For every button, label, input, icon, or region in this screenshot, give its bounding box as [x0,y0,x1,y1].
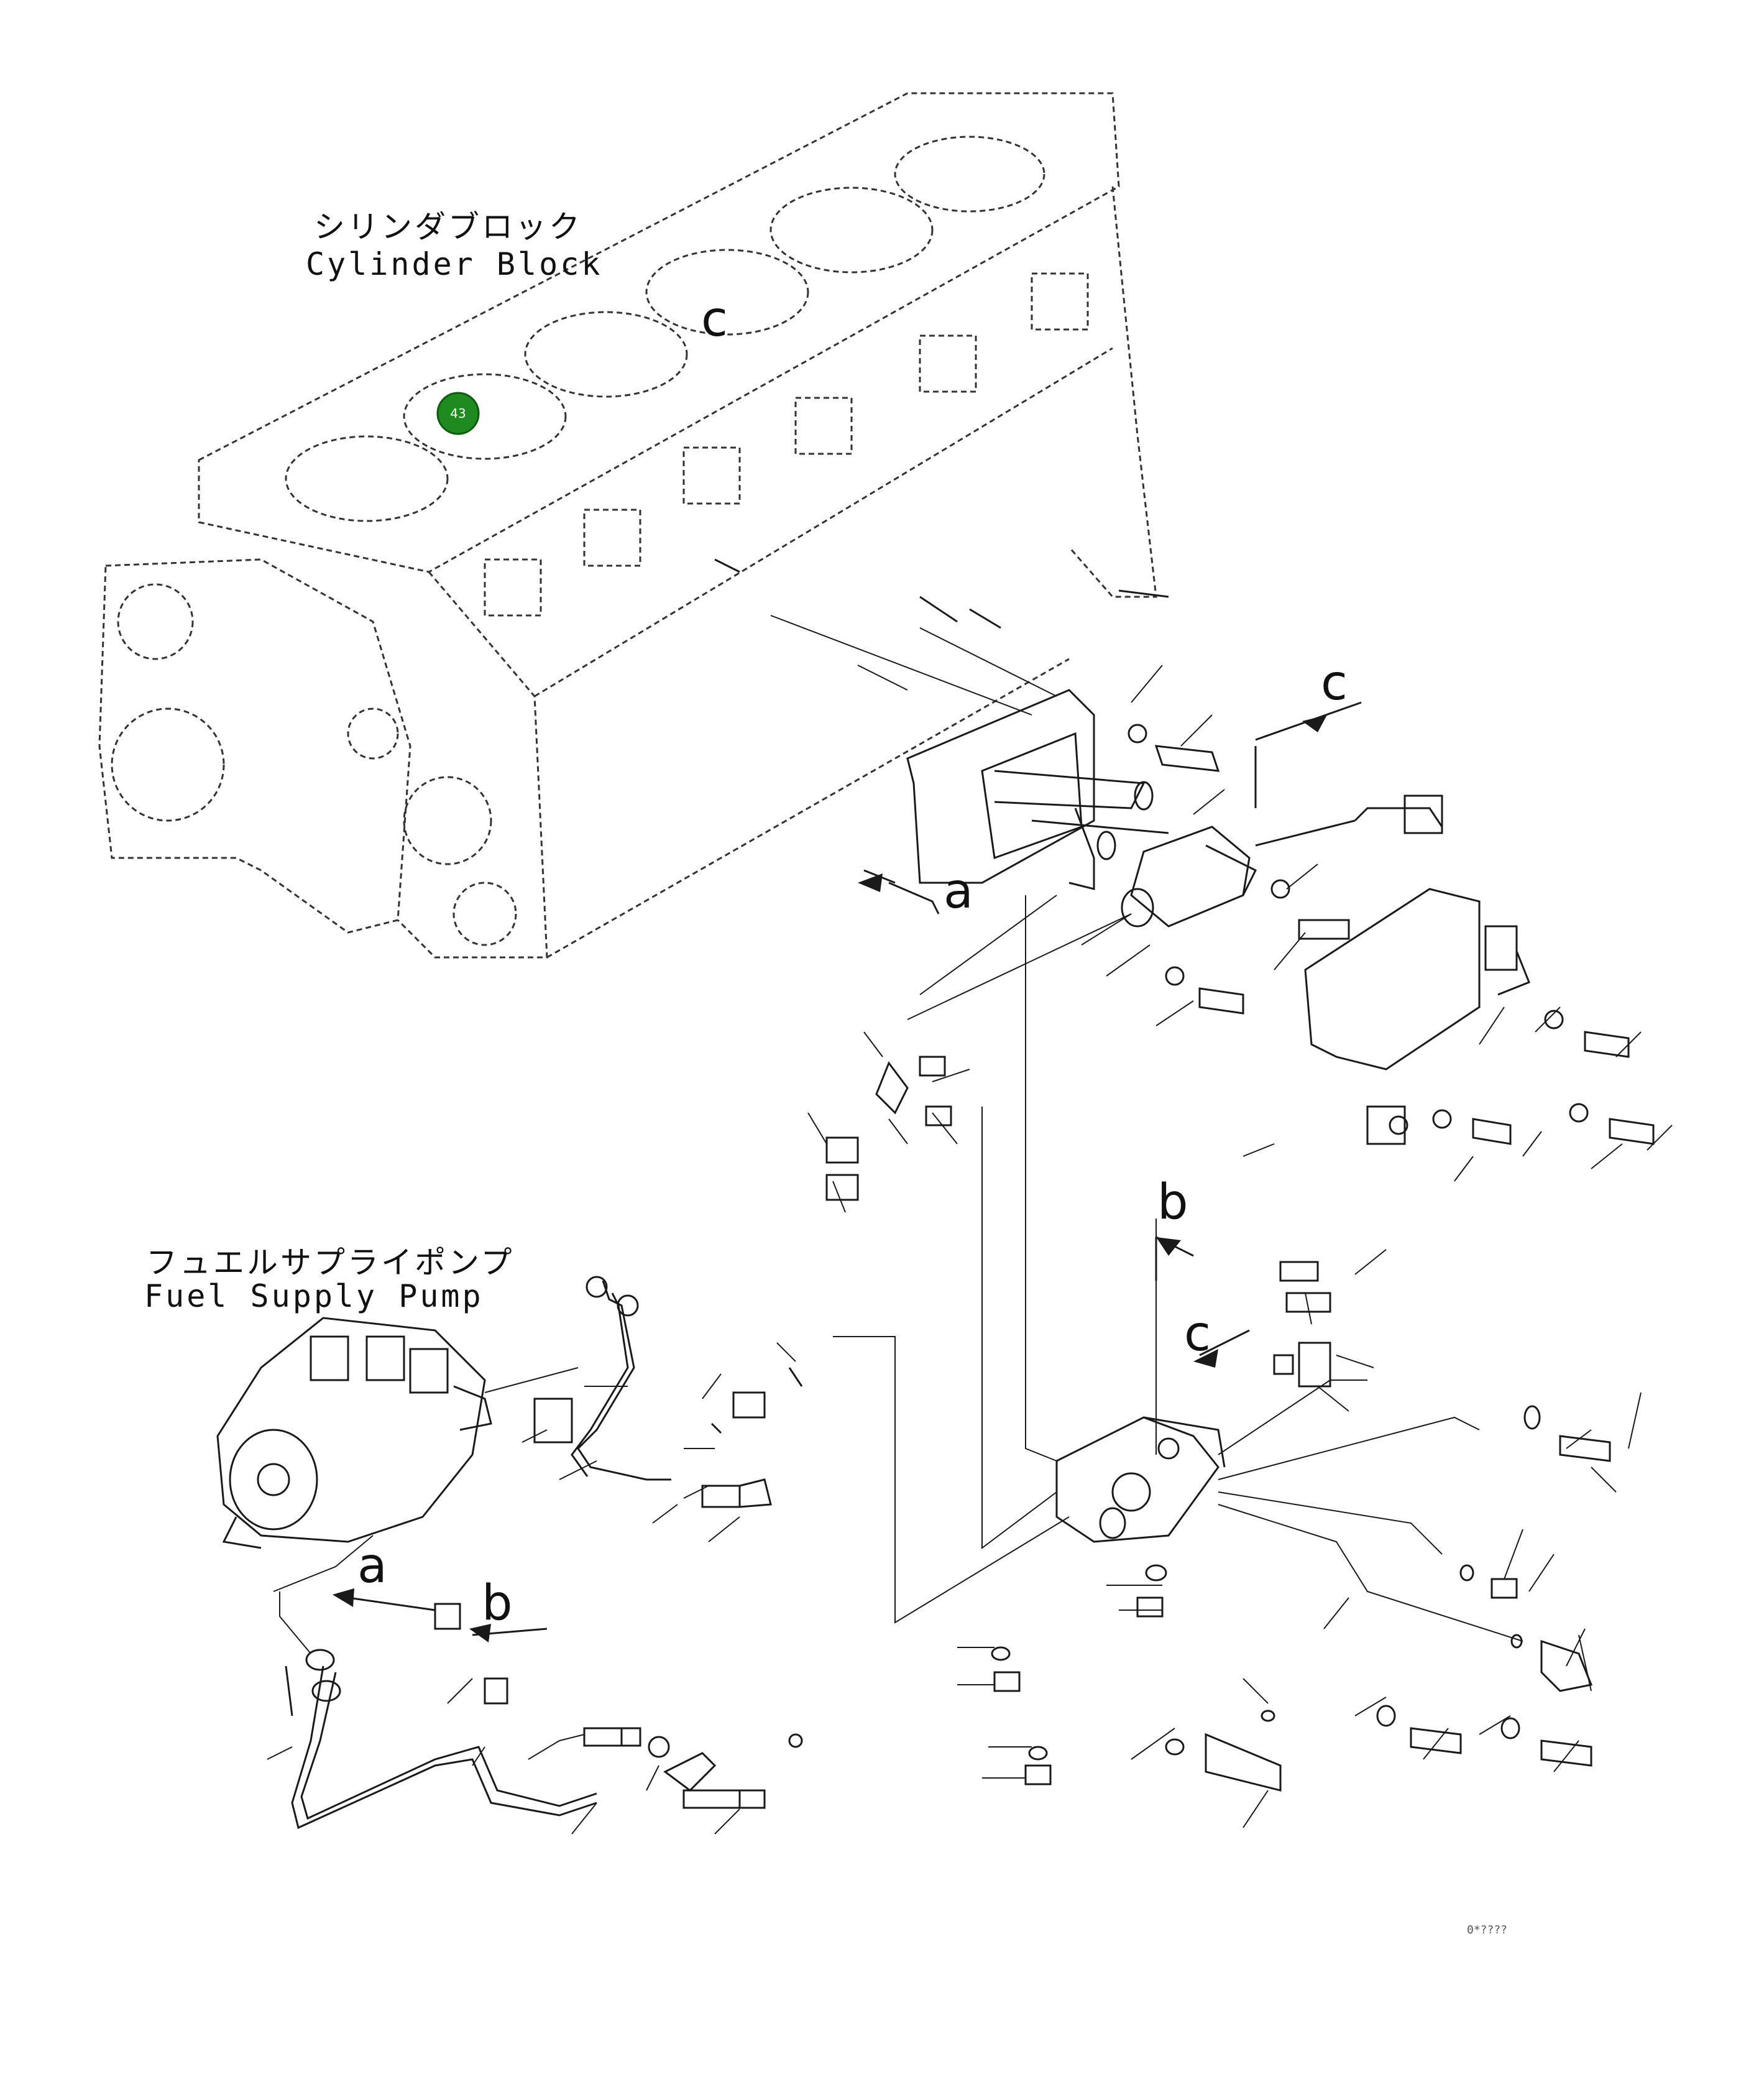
drawing-code: 0*???? [1467,1923,1507,1937]
callout-43-number: 43 [450,406,466,421]
view-marker-b-lower: b [482,1575,513,1631]
fuel-pipes-left [285,1276,803,1830]
cylinder-block-label-jp: シリンダブロック [314,209,582,245]
block-dowels [714,558,1169,629]
view-marker-a-upper: a [944,863,973,919]
callout-43[interactable]: 43 [436,392,480,435]
view-marker-c-block: c [701,292,728,348]
view-marker-b-mid: b [1157,1174,1188,1230]
view-marker-c-mid: c [1184,1306,1211,1362]
fuel-supply-pump [216,1317,492,1549]
cylinder-block-label-en: Cylinder Block [306,246,602,282]
leader-lines [267,615,1673,1835]
cylinder-block [98,92,1157,959]
fuel-manifold-block [825,1056,1611,1792]
view-marker-c-upper: c [1321,655,1348,711]
fuel-pump-label-en: Fuel Supply Pump [144,1278,484,1314]
view-arrowheads [333,715,1327,1642]
view-marker-a-lower: a [357,1538,387,1594]
solenoid-bracket-assembly [906,689,1655,1145]
fuel-pump-label-jp: フュエルサプライポンプ [146,1245,515,1281]
view-arrows [347,701,1362,1636]
